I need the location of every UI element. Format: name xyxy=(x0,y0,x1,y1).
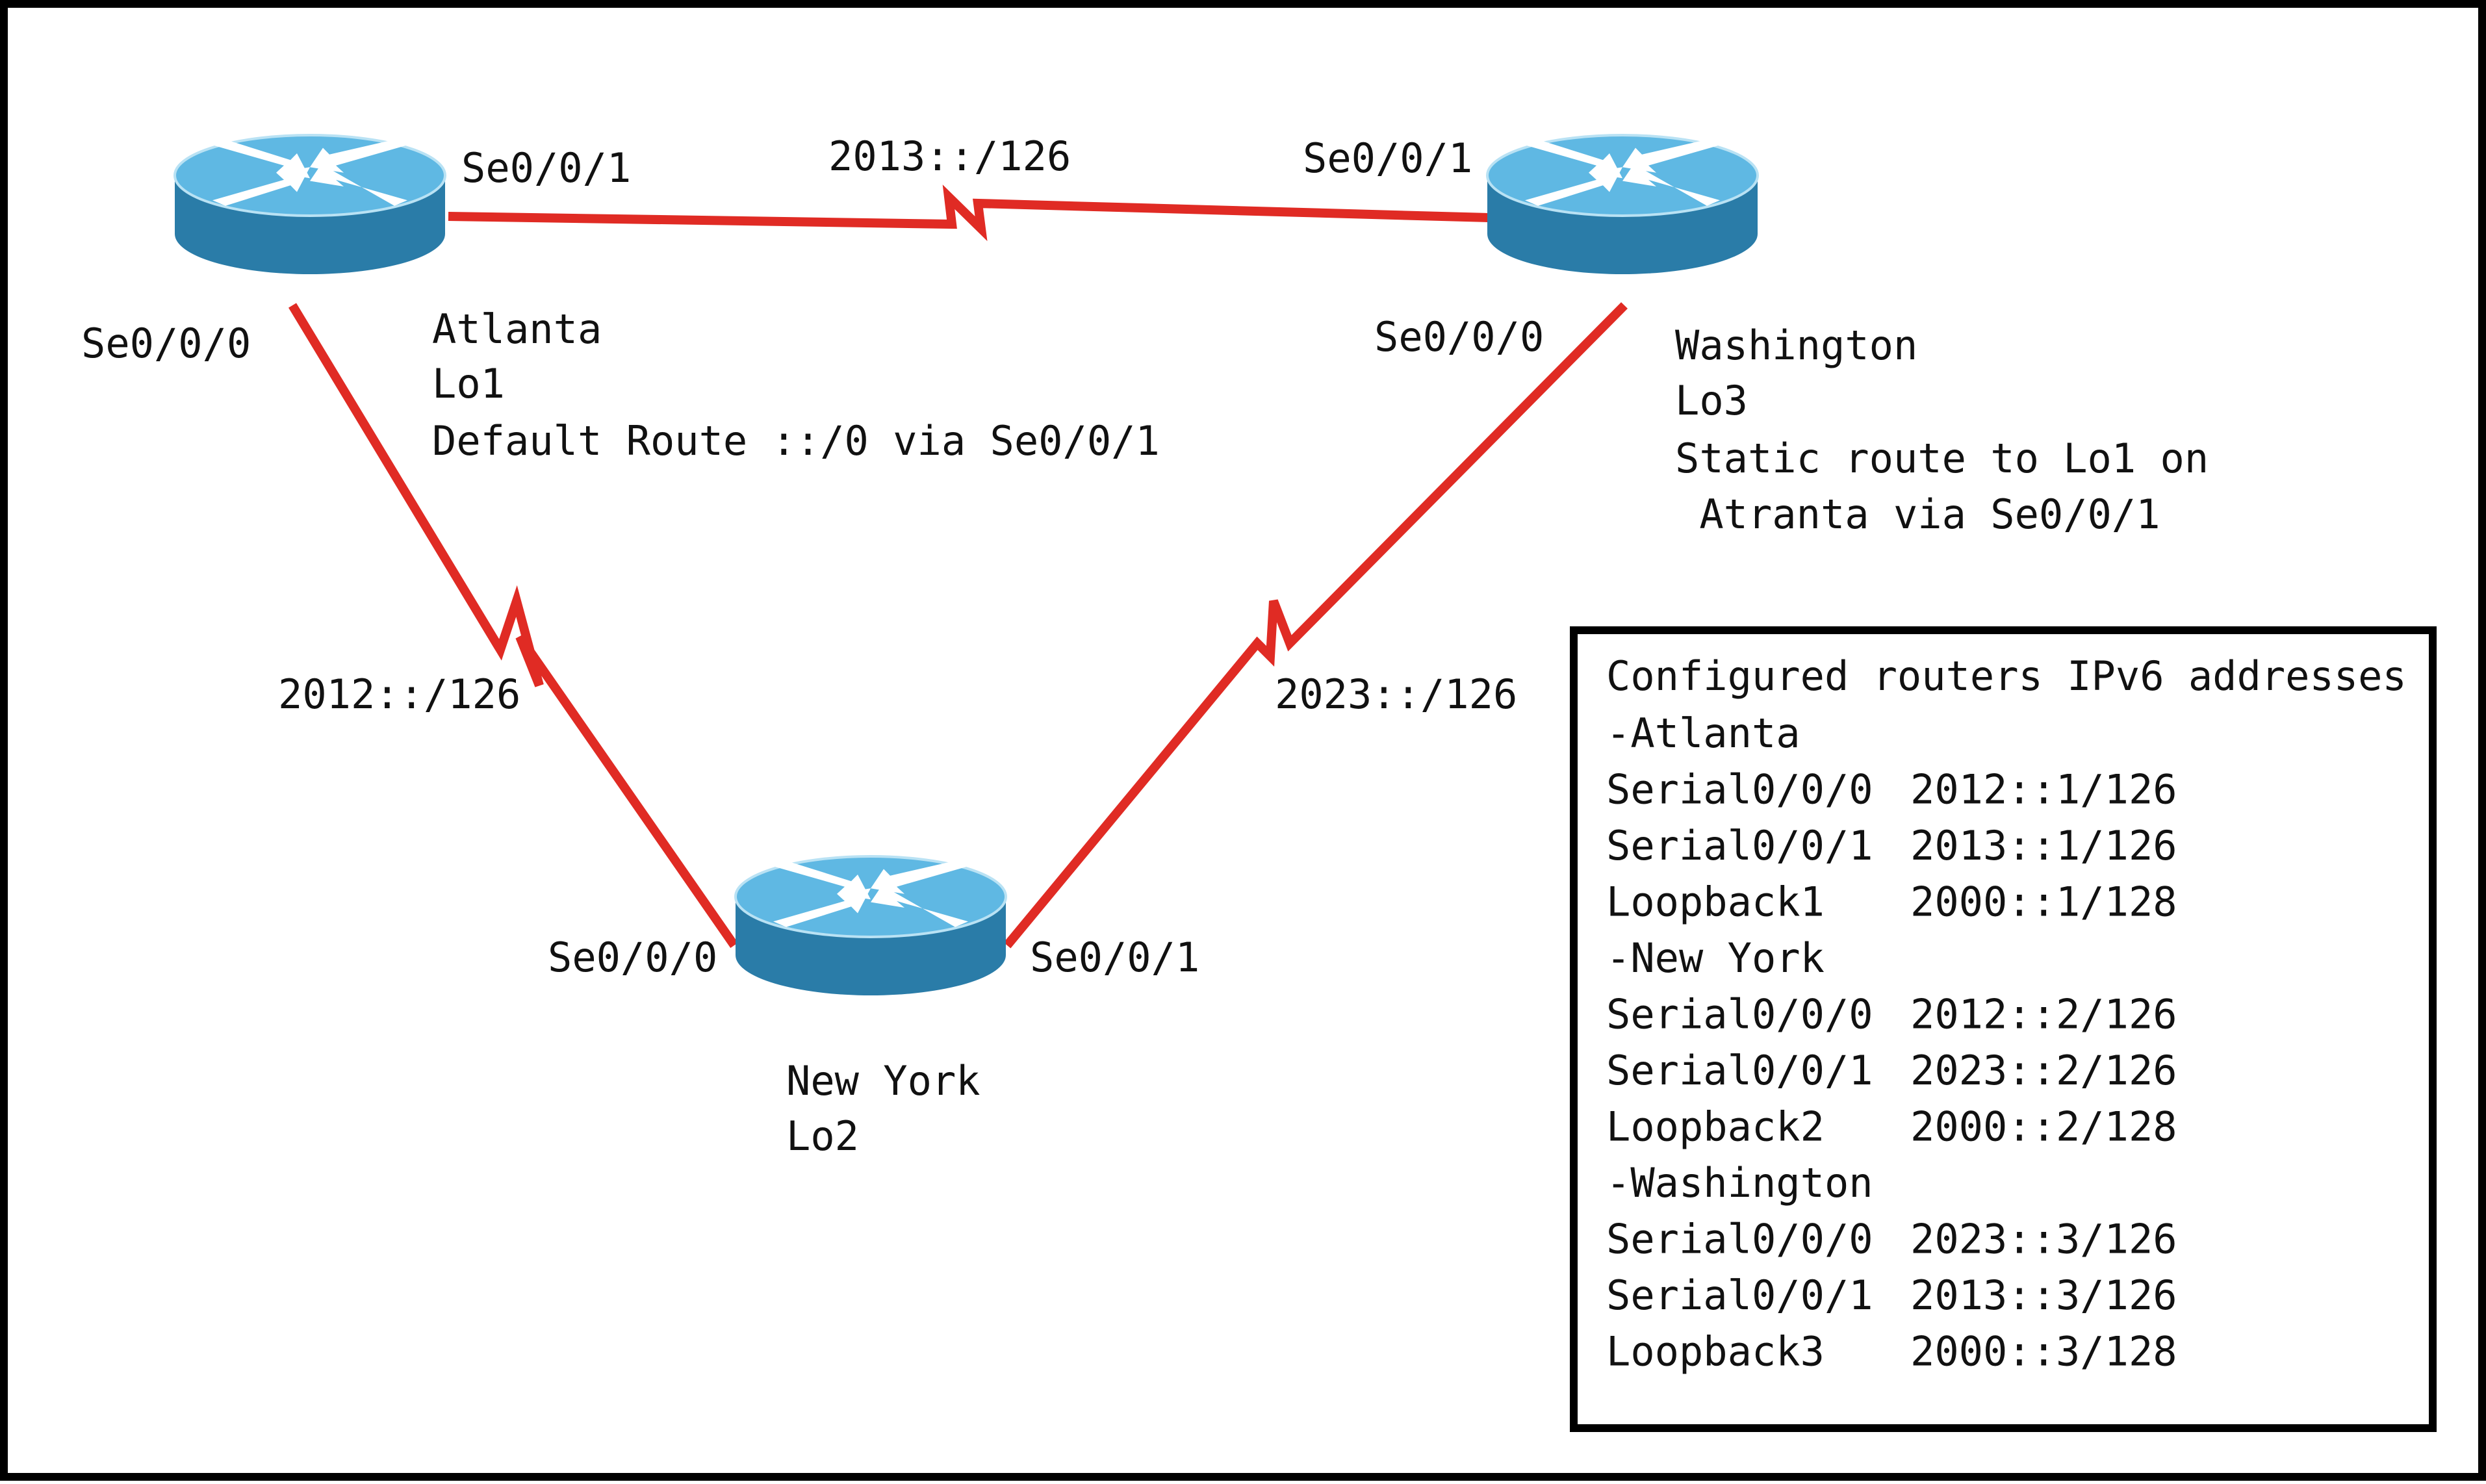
address-row-interface: Loopback3 xyxy=(1606,1328,1825,1375)
address-row-address: 2023::3/126 xyxy=(1910,1216,2177,1263)
address-row-address: 2012::2/126 xyxy=(1910,991,2177,1038)
address-table-title: Configured routers IPv6 addresses xyxy=(1606,652,2407,700)
address-row-address: 2013::1/126 xyxy=(1910,822,2177,869)
address-row-interface: Serial0/0/1 xyxy=(1606,1272,1873,1319)
address-row-address: 2013::3/126 xyxy=(1910,1272,2177,1319)
newyork-loopback: Lo2 xyxy=(786,1112,859,1160)
newyork-se001-label: Se0/0/1 xyxy=(1030,934,1199,981)
address-row-address: 2023::2/126 xyxy=(1910,1047,2177,1094)
atlanta-se001-label: Se0/0/1 xyxy=(461,144,631,192)
router-icon xyxy=(734,855,1007,995)
address-row-address: 2000::2/128 xyxy=(1910,1103,2177,1151)
link-washington-newyork xyxy=(1003,302,1628,949)
washington-name: Washington xyxy=(1675,322,1917,369)
address-row-interface: Serial0/0/0 xyxy=(1606,991,1873,1038)
newyork-name: New York xyxy=(786,1057,980,1105)
address-row-address: 2012::1/126 xyxy=(1910,766,2177,813)
washington-se000-label: Se0/0/0 xyxy=(1374,313,1544,361)
link-label-2012: 2012::/126 xyxy=(278,671,520,718)
newyork-se000-label: Se0/0/0 xyxy=(548,934,717,981)
address-group-header: -Atlanta xyxy=(1606,710,1800,757)
address-row-interface: Loopback2 xyxy=(1606,1103,1825,1151)
link-atlanta-newyork xyxy=(288,303,738,948)
address-table-box xyxy=(1570,626,2437,1432)
link-label-2013: 2013::/126 xyxy=(828,133,1071,180)
address-row-interface: Serial0/0/0 xyxy=(1606,766,1873,813)
address-row-interface: Serial0/0/1 xyxy=(1606,1047,1873,1094)
washington-loopback: Lo3 xyxy=(1675,377,1748,424)
atlanta-name: Atlanta xyxy=(432,305,602,353)
router-icon xyxy=(1486,134,1759,274)
link-label-2023: 2023::/126 xyxy=(1275,671,1517,718)
address-row-interface: Serial0/0/0 xyxy=(1606,1216,1873,1263)
atlanta-se000-label: Se0/0/0 xyxy=(81,320,251,367)
washington-route-note-1: Static route to Lo1 on xyxy=(1675,435,2209,482)
washington-route-note-2: Atranta via Se0/0/1 xyxy=(1675,491,2160,538)
link-atlanta-washington xyxy=(448,185,1489,242)
address-row-interface: Serial0/0/1 xyxy=(1606,822,1873,869)
address-row-address: 2000::3/128 xyxy=(1910,1328,2177,1375)
address-row-address: 2000::1/128 xyxy=(1910,878,2177,926)
address-row-interface: Loopback1 xyxy=(1606,878,1825,926)
address-group-header: -New York xyxy=(1606,934,1825,982)
router-icon xyxy=(173,134,446,274)
atlanta-route-note: Default Route ::/0 via Se0/0/1 xyxy=(432,417,1160,465)
atlanta-loopback: Lo1 xyxy=(432,360,505,407)
washington-se001-label: Se0/0/1 xyxy=(1303,134,1472,182)
address-group-header: -Washington xyxy=(1606,1159,1873,1207)
